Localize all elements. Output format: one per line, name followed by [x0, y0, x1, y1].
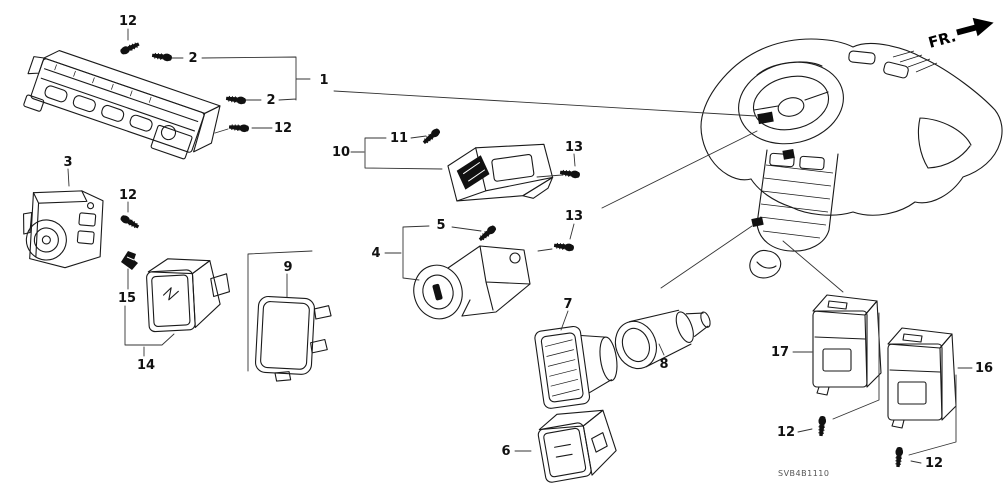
callout-2a: 2 [188, 51, 197, 66]
dash-pointer-lines [601, 130, 844, 293]
callout-12e: 12 [925, 456, 943, 471]
fr-arrow-icon [956, 17, 994, 37]
switch-7-drawing [534, 325, 618, 409]
dash-location-marker [751, 216, 764, 227]
callout-11: 11 [390, 131, 408, 146]
leader-10-11 [350, 135, 443, 170]
cigarette-lighter-drawing [614, 309, 711, 370]
callout-4: 4 [371, 246, 380, 261]
leader-4-5 [384, 225, 482, 281]
socket-box-16-drawing [887, 327, 957, 429]
callout-12a: 12 [119, 14, 137, 29]
dashboard-drawing [700, 38, 1003, 279]
callout-15: 15 [118, 291, 136, 306]
diagram-code: SVB4B1110 [778, 469, 829, 478]
callout-8: 8 [659, 357, 668, 372]
socket-box-17-drawing [812, 294, 882, 396]
switch-assembly-3-drawing [23, 190, 104, 269]
leader-9 [247, 250, 313, 372]
leader-15-14 [124, 268, 175, 357]
leader-13a [536, 153, 576, 178]
callout-6: 6 [501, 444, 510, 459]
leader-16-12 [908, 367, 973, 464]
sensor-unit-10-drawing [447, 143, 554, 202]
dash-location-marker [757, 111, 774, 125]
callout-5: 5 [436, 218, 445, 233]
leader-heater-group [127, 28, 757, 134]
leader-7 [560, 310, 569, 331]
callout-17: 17 [771, 345, 789, 360]
callout-13a: 13 [565, 140, 583, 155]
leader-3 [67, 168, 70, 187]
dash-location-marker [782, 149, 795, 160]
callout-2b: 2 [266, 93, 275, 108]
callout-10: 10 [332, 145, 350, 160]
callout-14: 14 [137, 358, 155, 373]
heater-control-unit-drawing [23, 50, 221, 160]
callout-12d: 12 [777, 425, 795, 440]
callout-12c: 12 [119, 188, 137, 203]
blank-panel-9-drawing [254, 295, 332, 382]
callout-3: 3 [63, 155, 72, 170]
callout-7: 7 [563, 297, 572, 312]
leader-8 [658, 343, 665, 356]
leader-13b [537, 223, 575, 252]
callout-1: 1 [319, 73, 328, 88]
callout-9: 9 [283, 260, 292, 275]
switch-6-drawing [537, 409, 617, 483]
leader-17-12 [792, 312, 880, 433]
switch-14-drawing [146, 258, 231, 333]
callout-16: 16 [975, 361, 993, 376]
callout-13b: 13 [565, 209, 583, 224]
callout-12b: 12 [274, 121, 292, 136]
clip-15-drawing [121, 251, 138, 270]
ignition-switch-drawing [413, 245, 531, 320]
